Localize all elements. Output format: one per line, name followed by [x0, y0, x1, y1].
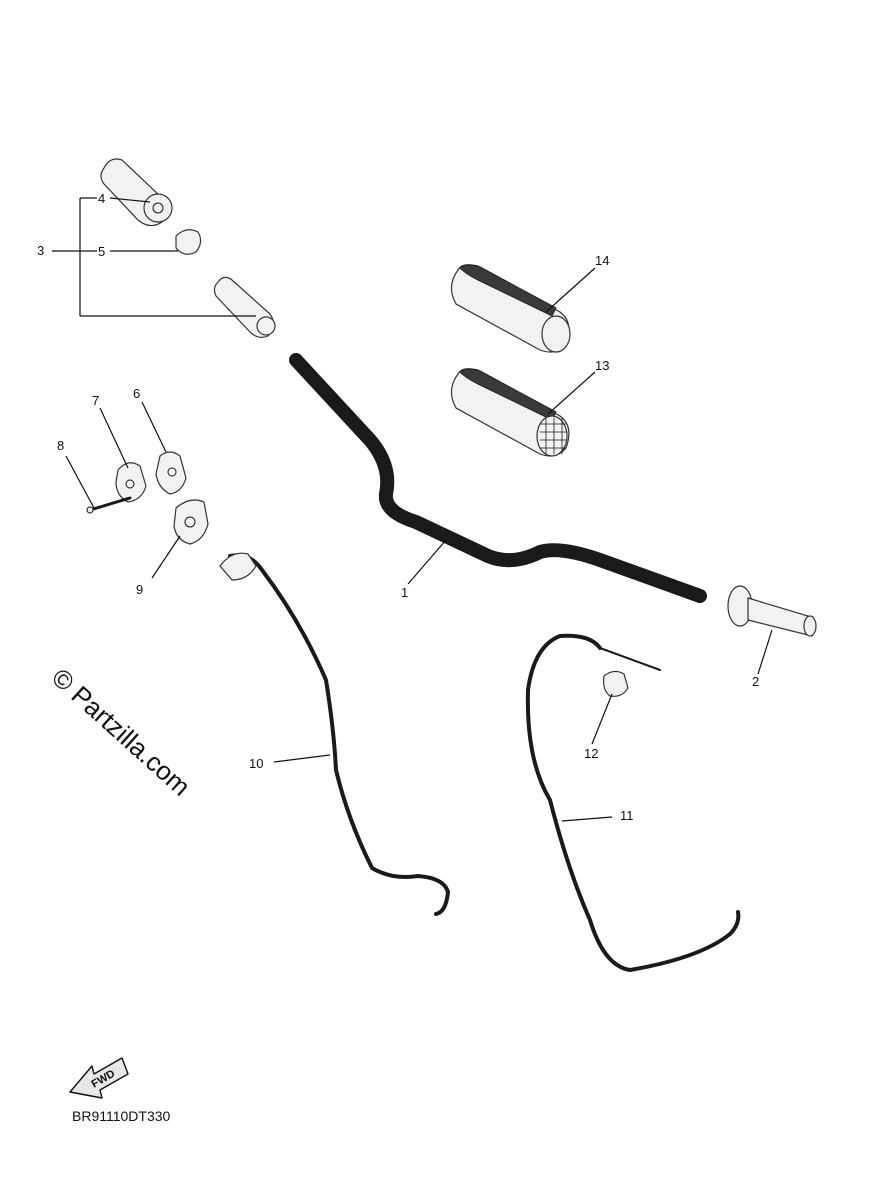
- part-1-handlebar[interactable]: [289, 353, 707, 603]
- callout-6: 6: [133, 386, 140, 401]
- callout-11: 11: [620, 808, 634, 823]
- fwd-arrow-icon: FWD: [69, 1057, 129, 1099]
- part-2-grip[interactable]: [727, 585, 817, 637]
- callout-13: 13: [595, 358, 609, 373]
- part-14-grip[interactable]: [450, 264, 571, 353]
- callout-labels: 1 2 3 4 5 6 7 8 9 10 11 12 13 14: [37, 191, 759, 823]
- part-4-throttle-grip[interactable]: [100, 158, 173, 227]
- part-7-clamp-half[interactable]: [115, 462, 147, 503]
- callout-2: 2: [752, 674, 759, 689]
- part-13-grip[interactable]: [450, 368, 570, 457]
- diagram-code: BR91110DT330: [72, 1108, 171, 1124]
- callout-3: 3: [37, 243, 44, 258]
- part-10-cable[interactable]: [219, 552, 450, 916]
- part-8-bolt[interactable]: [86, 496, 132, 514]
- part-6-clamp-half[interactable]: [155, 451, 187, 495]
- part-5-collar[interactable]: [175, 229, 202, 255]
- part-12-adjuster[interactable]: [603, 670, 629, 697]
- callout-9: 9: [136, 582, 143, 597]
- callout-5: 5: [98, 244, 105, 259]
- callout-12: 12: [584, 746, 598, 761]
- callout-8: 8: [57, 438, 64, 453]
- callout-1: 1: [401, 585, 408, 600]
- callout-14: 14: [595, 253, 609, 268]
- part-9-holder[interactable]: [173, 499, 209, 545]
- callout-4: 4: [98, 191, 105, 206]
- watermark: © Partzilla.com: [46, 662, 196, 802]
- part-3-throttle-tube[interactable]: [213, 276, 276, 338]
- leader-lines: [52, 197, 773, 822]
- callout-7: 7: [92, 393, 99, 408]
- part-11-cable[interactable]: [525, 633, 741, 972]
- callout-10: 10: [249, 756, 263, 771]
